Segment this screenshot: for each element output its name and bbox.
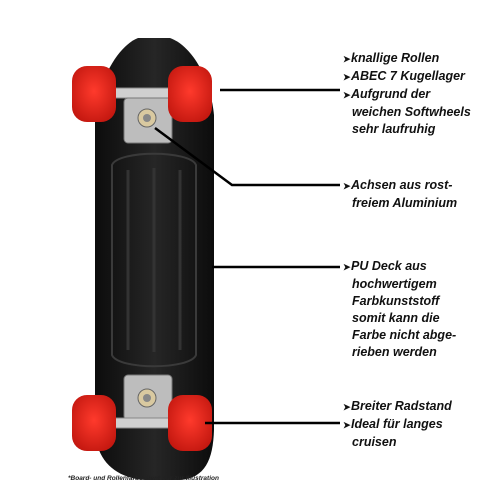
callout-line: rieben werden: [352, 345, 437, 359]
bullet-arrow-icon: ➤: [343, 72, 351, 82]
front-right-wheel: [168, 66, 212, 122]
callout-line: ABEC 7 Kugellager: [351, 69, 465, 83]
bullet-arrow-icon: ➤: [343, 181, 351, 191]
callout-line: Aufgrund der: [351, 87, 431, 101]
deck-grip-pattern: [111, 152, 197, 368]
callout-line: PU Deck aus: [351, 259, 427, 273]
callout-line: weichen Softwheels: [352, 105, 471, 119]
callout-line: Ideal für langes: [351, 417, 443, 431]
leader-line-achsen: [154, 126, 340, 187]
callout-line: freiem Aluminium: [352, 196, 458, 210]
callout-deck: ➤PU Deck aus hochwertigem Farbkunststoff…: [343, 258, 456, 361]
front-left-wheel: [72, 66, 116, 122]
rear-right-wheel: [168, 395, 212, 451]
callout-line: sehr laufruhig: [352, 122, 436, 136]
callout-achsen: ➤Achsen aus rost- freiem Aluminium: [343, 177, 457, 212]
callout-line: Breiter Radstand: [351, 399, 452, 413]
callout-line: knallige Rollen: [351, 51, 440, 65]
bullet-arrow-icon: ➤: [343, 420, 351, 430]
bullet-arrow-icon: ➤: [343, 90, 351, 100]
bullet-arrow-icon: ➤: [343, 402, 351, 412]
rear-left-wheel: [72, 395, 116, 451]
callout-line: Farbkunststoff: [352, 294, 440, 308]
footnote-disclaimer: *Board- und Rollenfarbe dient nur zur Il…: [68, 475, 219, 482]
callout-rollen: ➤knallige Rollen ➤ABEC 7 Kugellager ➤Auf…: [343, 50, 471, 138]
callout-radstand: ➤Breiter Radstand ➤Ideal für langes crui…: [343, 398, 452, 451]
callout-line: hochwertigem: [352, 277, 437, 291]
callout-line: Farbe nicht abge-: [352, 328, 457, 342]
callout-line: Achsen aus rost-: [351, 178, 453, 192]
bullet-arrow-icon: ➤: [343, 262, 351, 272]
callout-line: cruisen: [352, 435, 397, 449]
bullet-arrow-icon: ➤: [343, 54, 351, 64]
callout-line: somit kann die: [352, 311, 440, 325]
